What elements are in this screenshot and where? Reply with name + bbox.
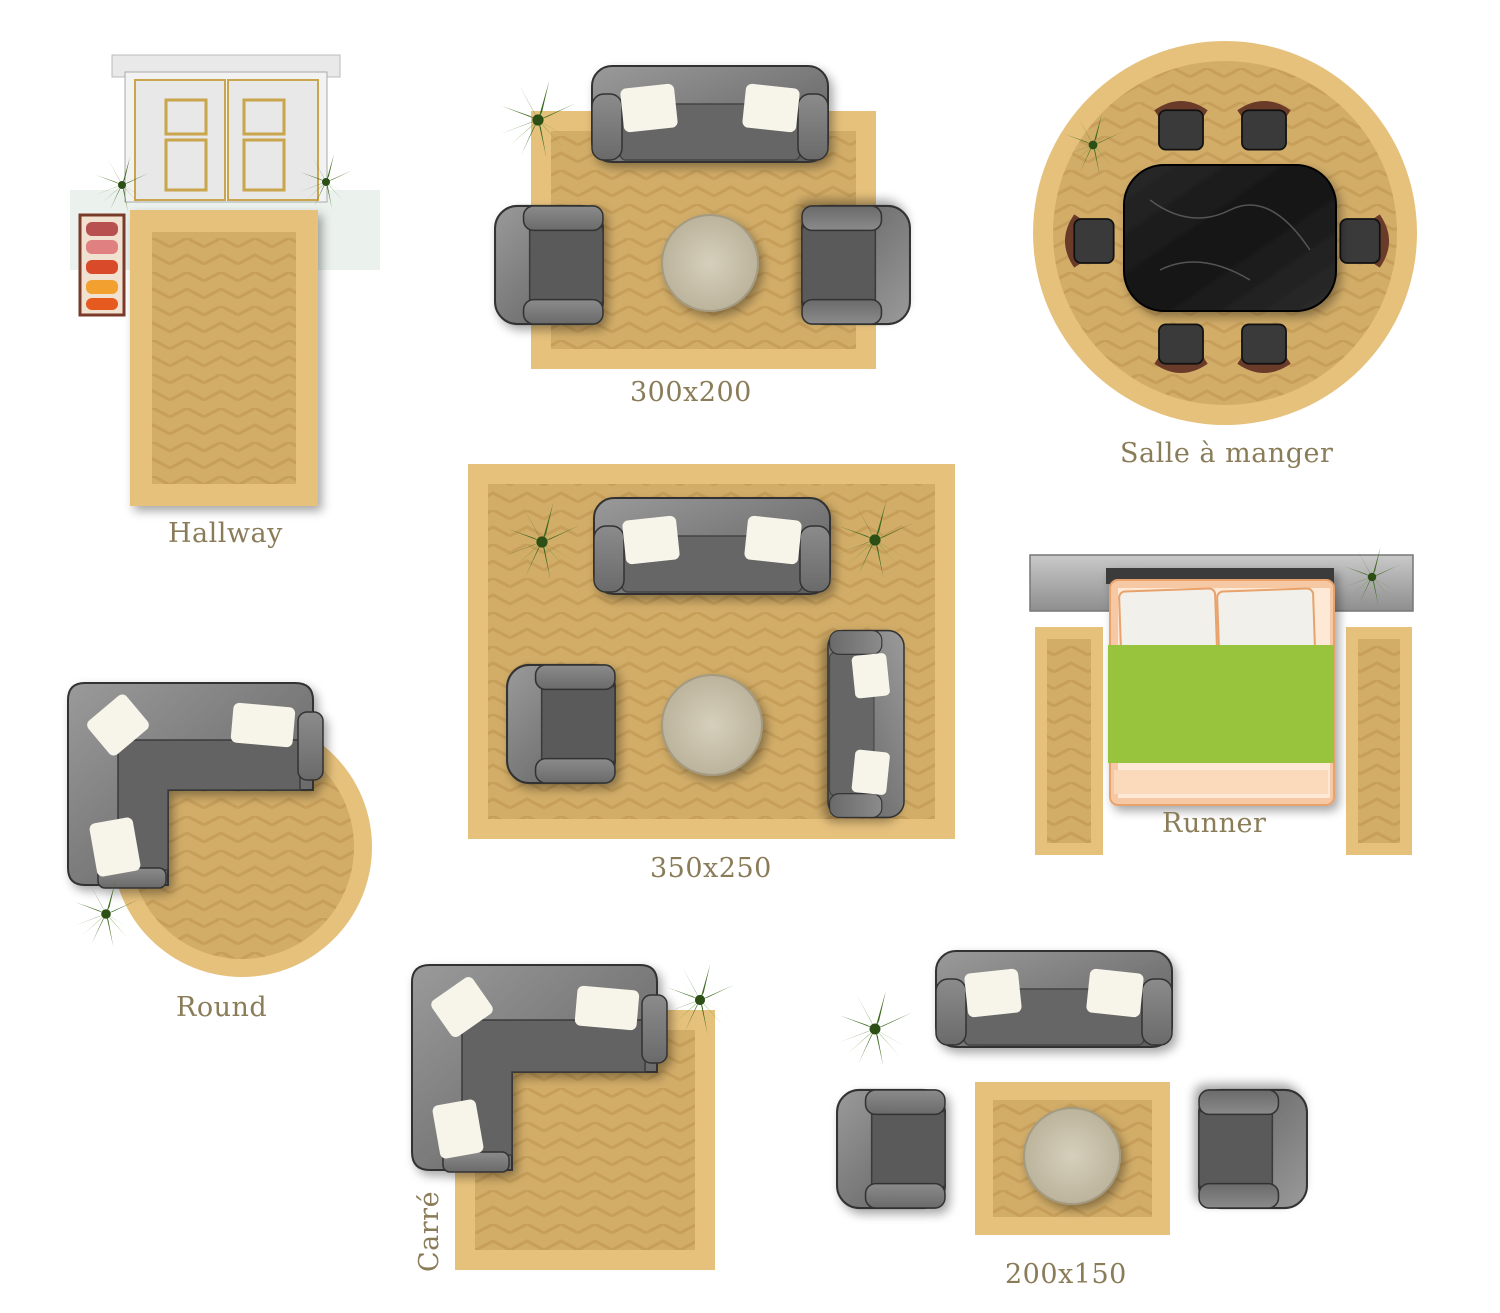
sofa-icon [411,964,668,1173]
chair-icon [1236,323,1292,374]
sofa-icon [934,949,1174,1049]
shoe-rack-icon [78,213,126,317]
sofa-icon [826,629,906,819]
label-200x150: 200x150 [1005,1259,1127,1290]
sofa-icon [592,496,832,596]
bedroom-group [1029,547,1414,855]
armchair-icon [1197,1088,1309,1210]
chair-icon [1236,100,1292,151]
living-350x250-group [468,464,955,839]
armchair-icon [835,1088,947,1210]
coffee-table-icon [1023,1107,1121,1205]
hallway-group [70,54,380,506]
dining-group [1033,41,1417,425]
chair-icon [1064,213,1115,269]
chair-icon [1339,213,1390,269]
coffee-table-icon [661,674,763,776]
sofa-icon [590,64,830,164]
round-group [67,682,372,977]
door-icon [111,54,341,203]
armchair-icon [493,204,605,326]
armchair-icon [505,663,617,785]
label-carre: Carré [414,1190,445,1272]
chair-icon [1153,100,1209,151]
label-350x250: 350x250 [650,853,772,884]
living-300x200-group [493,64,912,369]
coffee-table-icon [661,214,759,312]
label-salle-a-manger: Salle à manger [1120,438,1334,469]
label-round: Round [176,992,268,1023]
label-300x200: 300x200 [630,377,752,408]
label-runner: Runner [1162,808,1267,839]
bed-icon [1106,568,1335,806]
plant-icon [838,990,912,1066]
chair-icon [1153,323,1209,374]
dining-table-icon [1123,164,1337,312]
living-200x150-group [835,949,1309,1235]
armchair-icon [800,204,912,326]
carre-group [411,964,735,1270]
label-hallway: Hallway [168,518,283,549]
